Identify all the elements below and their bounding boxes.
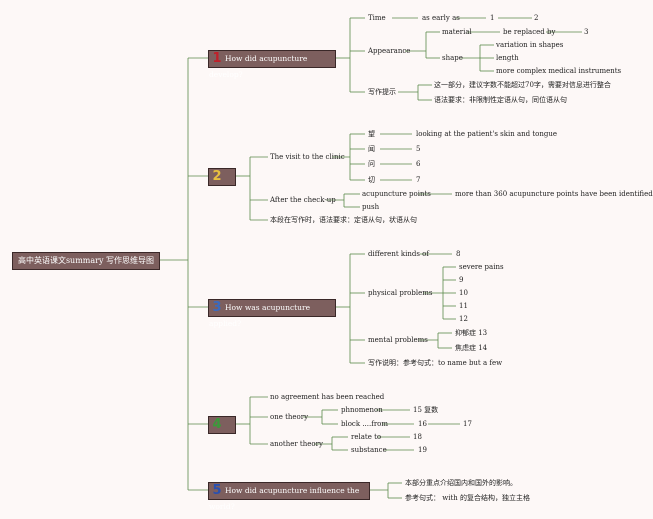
another-theory-node: another theory [270, 440, 323, 448]
section-2-node[interactable]: 2 [208, 168, 236, 186]
visit-node: The visit to the clinic [270, 153, 345, 161]
section-5-number: 5 [212, 483, 222, 498]
blank-5: 5 [416, 145, 421, 153]
sense-look: 望 [368, 130, 375, 138]
appearance-node: Appearance [368, 47, 411, 55]
blank-6: 6 [416, 160, 421, 168]
block-from-node: block ....from [341, 420, 389, 428]
look-detail: looking at the patient's skin and tongue [416, 130, 558, 138]
tip-2: 语法要求：非限制性定语从句，同位语从句 [434, 96, 567, 104]
section-3-note: 写作说明：参考句式：to name but a few [368, 359, 503, 367]
blank-1: 1 [490, 14, 495, 22]
acupuncture-points-node: acupuncture points [362, 190, 431, 198]
blank-7: 7 [416, 176, 421, 184]
time-node: Time [368, 14, 386, 22]
kinds-node: different kinds of [368, 250, 429, 258]
sense-ask: 问 [368, 160, 375, 168]
section-3-label: How was acupuncture applied? [209, 303, 311, 328]
blank-9: 9 [459, 276, 464, 284]
as-early-as-node: as early as [422, 14, 460, 22]
section-1-number: 1 [212, 51, 222, 66]
blank-17: 17 [463, 420, 472, 428]
section-4-number: 4 [212, 417, 222, 432]
blank-10: 10 [459, 289, 468, 297]
shape-node: shape [442, 54, 463, 62]
section-3-number: 3 [212, 300, 222, 315]
blank-11: 11 [459, 302, 468, 310]
root-node[interactable]: 高中英语课文summary 写作思维导图 [12, 252, 160, 270]
section-2-note: 本段在写作时，语法要求：定语从句，状语从句 [270, 216, 417, 224]
mental-item-depression: 抑郁症 13 [455, 329, 488, 337]
points-note: more than 360 acupuncture points have be… [455, 190, 653, 198]
shape-item-variation: variation in shapes [496, 41, 564, 49]
blank-15: 15 复数 [413, 406, 439, 414]
one-theory-node: one theory [270, 413, 309, 421]
blank-18: 18 [413, 433, 422, 441]
agreement-node: no agreement has been reached [270, 393, 385, 401]
blank-12: 12 [459, 315, 468, 323]
physical-item-pains: severe pains [459, 263, 504, 271]
blank-19: 19 [418, 446, 427, 454]
blank-8: 8 [456, 250, 461, 258]
replaced-node: be replaced by [503, 28, 556, 36]
blank-3: 3 [584, 28, 589, 36]
tips-node: 写作提示 [368, 88, 396, 96]
mental-item-anxiety: 焦虑症 14 [455, 344, 488, 352]
mental-node: mental problems [368, 336, 428, 344]
sense-pulse: 切 [368, 176, 375, 184]
after-checkup-node: After the check-up [270, 196, 336, 204]
push-node: push [362, 203, 380, 211]
shape-item-instruments: more complex medical instruments [496, 67, 622, 75]
section-5-label: How did acupuncture influence the world? [209, 486, 360, 511]
shape-item-length: length [496, 54, 519, 62]
substance-node: substance [351, 446, 387, 454]
phenomenon-node: phnomenon [341, 406, 383, 414]
tip-1: 这一部分，建议字数不能超过70字，需要对信息进行整合 [434, 81, 611, 89]
section-1-label: How did acupuncture develop? [209, 54, 308, 79]
section-5-note-2: 参考句式： with 的复合结构，独立主格 [405, 494, 531, 502]
sense-listen: 闻 [368, 145, 375, 153]
section-2-number: 2 [212, 169, 222, 184]
material-node: material [442, 28, 472, 36]
relate-node: relate to [351, 433, 382, 441]
physical-node: physical problems [368, 289, 433, 297]
blank-16: 16 [418, 420, 427, 428]
section-5-note-1: 本部分重点介绍国内和国外的影响。 [405, 479, 517, 487]
section-4-node[interactable]: 4 [208, 416, 236, 434]
blank-2: 2 [534, 14, 539, 22]
